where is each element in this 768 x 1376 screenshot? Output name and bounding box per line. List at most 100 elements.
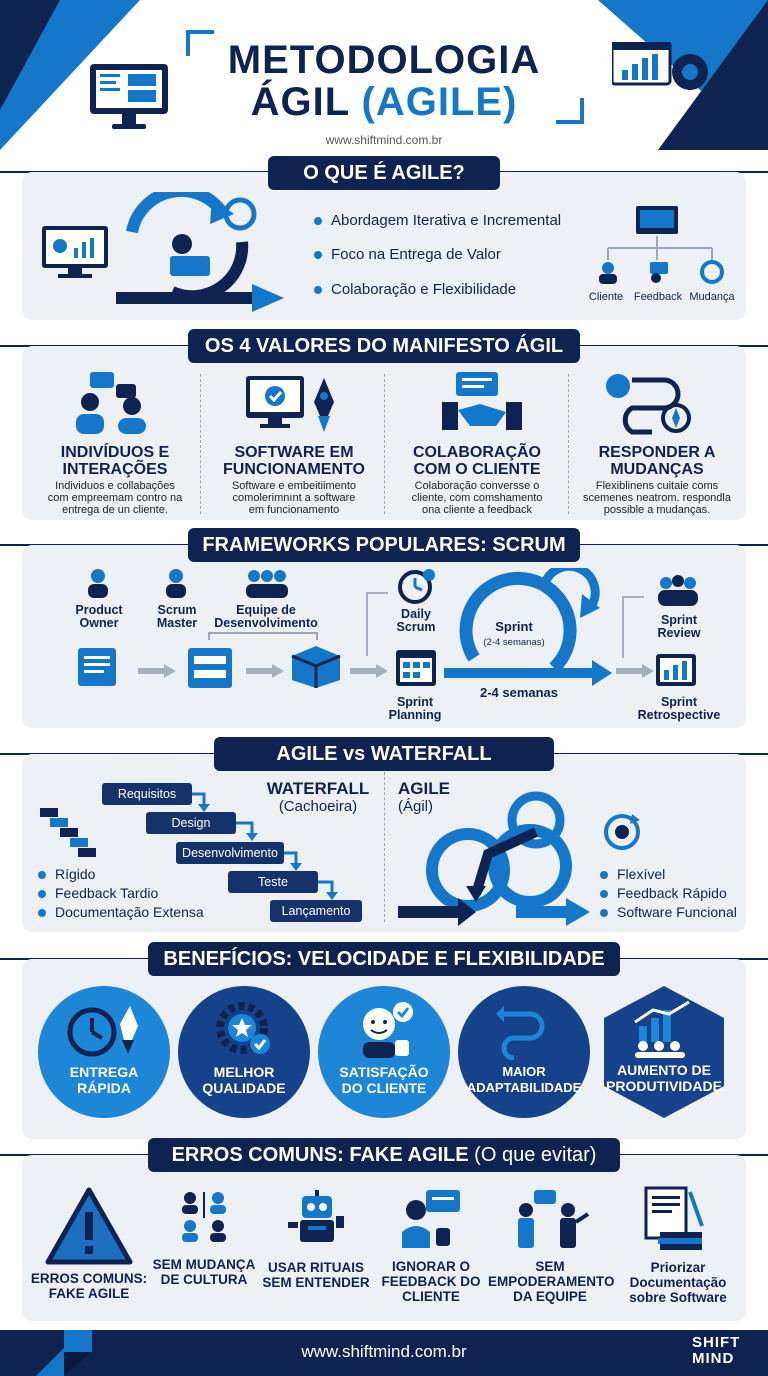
- sprint-weeks-label: (2-4 semanas): [483, 637, 545, 648]
- error-rituals-label: USAR RITUAIS SEM ENTENDER: [262, 1260, 370, 1290]
- title-bracket-tl: [186, 30, 214, 56]
- team-bracket: [208, 632, 318, 640]
- daily-scrum-clock-icon: [398, 568, 436, 604]
- values-heading: OS 4 VALORES DO MANIFESTO ÁGIL: [188, 329, 580, 363]
- errors-heading: ERROS COMUNS: FAKE AGILE (O que evitar): [148, 1138, 620, 1172]
- waterfall-step-lancamento: Lançamento: [270, 900, 362, 922]
- scrum-heading: FRAMEWORKS POPULARES: SCRUM: [188, 528, 580, 562]
- divider: [568, 374, 569, 514]
- monitor-icon: [88, 62, 170, 132]
- daily-scrum-label: Daily Scrum: [396, 607, 436, 634]
- weeks-label: 2-4 semanas: [479, 685, 559, 700]
- connector-line: [366, 592, 388, 594]
- what-is-bullet-3: Colaboração e Flexibilidade: [314, 281, 516, 298]
- org-label-feedback: Feedback: [633, 291, 683, 303]
- benefit-produtividade: AUMENTO DE PRODUTIVIDADE: [598, 986, 730, 1118]
- waterfall-arrow-icon: [284, 849, 304, 871]
- waterfall-arrow-icon: [318, 878, 342, 900]
- waterfall-bullet-3: Documentação Extensa: [38, 904, 204, 920]
- team-label: Equipe de Desenvolvimento: [214, 603, 318, 630]
- title-bracket-br: [556, 98, 584, 124]
- scrum-master-label: Scrum Master: [156, 603, 198, 630]
- product-backlog-icon: [72, 646, 122, 688]
- robot-icon: [284, 1190, 350, 1250]
- sprint-planning-label: Sprint Planning: [388, 695, 442, 722]
- value-1-desc: Individuos e collabações com empreemam c…: [47, 480, 183, 516]
- arrow-icon: [616, 664, 654, 678]
- waterfall-step-teste: Teste: [228, 871, 318, 893]
- error-empowerment-label: SEM EMPODERAMENTO DA EQUIPE: [488, 1259, 615, 1304]
- benefit-melhor-qualidade: MELHOR QUALIDADE: [178, 986, 310, 1118]
- arrow-icon: [138, 664, 176, 678]
- sprint-review-group-icon: [656, 574, 700, 608]
- header-url: www.shiftmind.com.br: [325, 133, 443, 147]
- staircase-icon: [40, 808, 96, 858]
- handshake-icon: [440, 370, 524, 436]
- benefit-adaptabilidade: MAIOR ADAPTABILIDADE: [458, 986, 590, 1118]
- what-is-heading: O QUE É AGILE?: [268, 156, 500, 190]
- divider: [384, 374, 385, 514]
- page-title-line1: METODOLOGIA: [227, 38, 541, 82]
- people-chat-icon: [68, 370, 158, 436]
- sprint-backlog-icon: [186, 646, 236, 690]
- agile-title: AGILE: [398, 779, 450, 798]
- customer-feedback-icon: [396, 1188, 464, 1250]
- documents-icon: [640, 1186, 706, 1252]
- waterfall-step-design: Design: [146, 812, 236, 834]
- footer-shape: [36, 1330, 92, 1376]
- waterfall-subtitle: (Cachoeira): [278, 798, 358, 815]
- benefit-entrega-rapida: ENTREGA RÁPIDA: [38, 986, 170, 1118]
- arrow-icon: [350, 664, 388, 678]
- waterfall-bullet-2: Feedback Tardio: [38, 885, 158, 901]
- scrum-master-icon: [164, 568, 188, 600]
- team-icon: [244, 568, 290, 600]
- sprint-retro-chart-icon: [654, 652, 698, 688]
- waterfall-title: WATERFALL: [266, 779, 370, 798]
- divider: [200, 374, 201, 514]
- header: METODOLOGIA ÁGIL (AGILE) www.shiftmind.c…: [0, 0, 768, 150]
- waterfall-arrow-icon: [236, 819, 262, 841]
- sprint-cycle-icon: [444, 568, 614, 690]
- vs-heading: AGILE vs WATERFALL: [214, 737, 554, 771]
- product-owner-label: Product Owner: [75, 603, 123, 630]
- sprint-review-label: Sprint Review: [657, 613, 701, 640]
- benefits-heading: BENEFÍCIOS: VELOCIDADE E FLEXIBILIDADE: [148, 942, 620, 976]
- arrow-icon: [246, 664, 284, 678]
- waterfall-step-requisitos: Requisitos: [102, 783, 192, 805]
- connector-line: [366, 592, 368, 656]
- value-4-desc: Flexiblinens cuitaie coms scemenes neatr…: [583, 480, 731, 516]
- value-1-title: INDIVÍDUOS E INTERAÇÕES: [60, 444, 170, 478]
- hierarchy-people-icon: [176, 1190, 232, 1250]
- agile-subtitle: (Ágil): [398, 798, 434, 815]
- waterfall-step-dev: Desenvolvimento: [176, 842, 284, 864]
- monitor-rocket-icon: [244, 372, 340, 436]
- value-4-title: RESPONDER A MUDANÇAS: [598, 444, 716, 478]
- waterfall-bullet-1: Rígido: [38, 866, 95, 882]
- product-owner-icon: [86, 568, 110, 600]
- increment-box-icon: [290, 644, 342, 690]
- scrum-section: [22, 545, 746, 728]
- footer-url[interactable]: www.shiftmind.com.br: [301, 1342, 467, 1361]
- waterfall-arrow-icon: [192, 790, 212, 812]
- org-chart-icon: [592, 204, 742, 286]
- value-2-desc: Software e embeitiimento comolerimnınt a…: [231, 480, 357, 516]
- errors-section: [22, 1155, 746, 1321]
- agile-loops-icon: [396, 790, 592, 926]
- warning-icon: [44, 1186, 134, 1266]
- divider: [384, 772, 385, 922]
- header-left-shape-dark: [0, 0, 60, 110]
- org-label-mudanca: Mudança: [689, 291, 735, 303]
- what-is-bullet-2: Foco na Entrega de Valor: [314, 246, 501, 263]
- error-feedback-label: IGNORAR O FEEDBACK DO CLIENTE: [381, 1259, 481, 1304]
- value-3-desc: Colaboração conversse o cliente, com com…: [411, 480, 543, 516]
- page-title-line2: ÁGIL (AGILE): [250, 80, 518, 124]
- value-2-title: SOFTWARE EM FUNCIONAMENTO: [223, 444, 365, 478]
- connector-line: [622, 596, 644, 598]
- change-path-icon: [602, 370, 692, 436]
- monitor-gear-icon: [40, 224, 110, 280]
- agile-bullet-3: Software Funcional: [600, 904, 737, 920]
- agile-bullet-1: Flexível: [600, 866, 665, 882]
- empowerment-icon: [512, 1188, 590, 1250]
